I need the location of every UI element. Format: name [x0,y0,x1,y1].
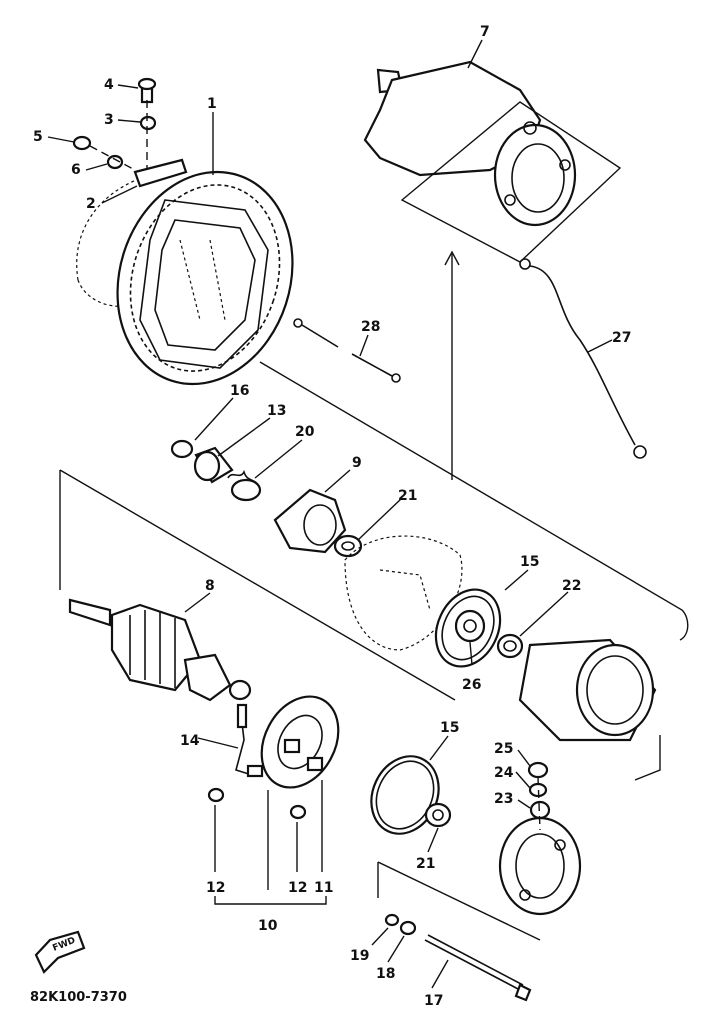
callout-12-left: 12 [206,880,225,896]
callout-6: 6 [71,162,81,178]
clutch-parts-row [170,439,363,558]
starter-cable [444,250,647,480]
forward-arrow-icon: FWD [34,930,86,974]
callout-14: 14 [180,733,200,749]
o-ring-and-seal [434,588,524,668]
connecting-rod [293,318,401,383]
callout-1: 1 [207,96,217,112]
callout-16: 16 [230,383,249,399]
callout-7: 7 [480,24,490,40]
callout-12-right: 12 [288,880,307,896]
callout-15-lower: 15 [440,720,459,736]
callout-10: 10 [258,918,278,934]
callout-17: 17 [424,993,443,1009]
callout-2: 2 [86,196,96,212]
callout-15-upper: 15 [520,554,539,570]
callout-9: 9 [352,455,362,471]
front-cover-outline [344,535,463,651]
callout-28: 28 [361,319,380,335]
callout-24: 24 [494,765,514,781]
ring-gear-assembly [76,170,294,386]
callout-25: 25 [494,741,513,757]
callout-11: 11 [314,880,333,896]
callout-18: 18 [376,966,395,982]
rear-cover-assembly [498,761,582,916]
callout-27: 27 [612,330,631,346]
lower-o-ring-and-washer [370,755,452,835]
callout-19: 19 [350,948,369,964]
callout-20: 20 [295,424,315,440]
callout-22: 22 [562,578,581,594]
callout-26: 26 [462,677,481,693]
callout-21-lower: 21 [416,856,435,872]
starter-motor-assembly [363,60,622,263]
callout-4: 4 [104,77,114,93]
diagram-code: 82K100-7370 [30,990,127,1005]
callout-labels: 1 2 3 4 5 6 7 8 9 10 11 12 12 13 14 15 1… [33,24,631,1009]
brush-holder-assembly [207,695,340,820]
plate-and-fasteners [72,77,188,188]
motor-yoke [518,638,657,742]
callout-23: 23 [494,791,513,807]
callout-5: 5 [33,129,43,145]
callout-3: 3 [104,112,114,128]
callout-13: 13 [267,403,286,419]
callout-21-upper: 21 [398,488,417,504]
armature [68,598,252,702]
callout-8: 8 [205,578,215,594]
through-bolts [377,861,541,1002]
